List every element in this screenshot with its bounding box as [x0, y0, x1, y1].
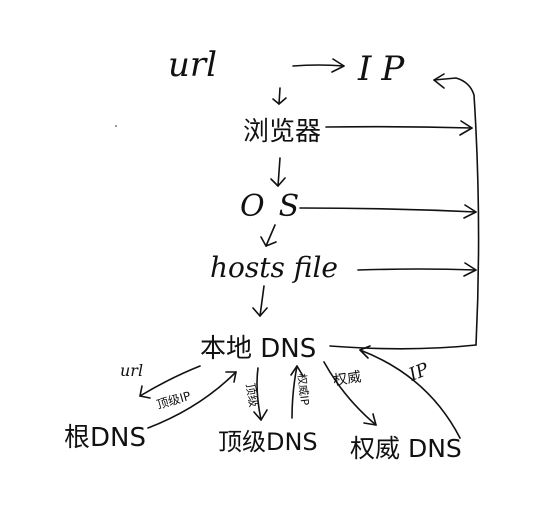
node-tld-dns: 顶级DNS: [218, 428, 318, 456]
arrow-local-dns-to-tld: [253, 367, 268, 421]
node-ip: IP: [357, 49, 414, 89]
node-root-dns: 根DNS: [64, 423, 146, 453]
arrow-browser-to-os: [270, 157, 286, 187]
node-browser: 浏览器: [243, 117, 321, 147]
arrow-os-to-hosts: [260, 224, 277, 247]
node-url: url: [168, 45, 217, 85]
arrow-tld-to-local-dns: [290, 365, 304, 419]
arrow-hosts-to-bracket: [357, 262, 477, 277]
arrow-into-browser: [272, 87, 287, 105]
node-hosts-file: hosts file: [210, 251, 338, 284]
arrow-auth-to-local-dns: [359, 345, 461, 439]
node-auth-dns: 权威 DNS: [350, 434, 462, 463]
arrow-root-to-local-dns: [147, 371, 237, 429]
edge-label-tld-ip: 顶级IP: [155, 389, 192, 412]
edge-label-url: url: [120, 361, 143, 380]
node-os: OS: [240, 189, 313, 224]
arrow-os-to-bracket: [299, 204, 477, 219]
arrow-local-dns-to-auth: [323, 361, 377, 426]
arrow-hosts-to-local-dns: [252, 285, 268, 317]
node-local-dns: 本地 DNS: [200, 334, 316, 364]
arrow-url-to-ip: [292, 58, 345, 73]
edge-label-auth: 权威: [332, 369, 362, 389]
arrow-browser-to-bracket: [325, 120, 473, 136]
edge-label-auth-ip: 权威IP: [295, 373, 311, 406]
stray-mark: [115, 125, 117, 127]
arrow-local-dns-return-to-ip: [329, 73, 480, 350]
edge-label-ip: IP: [405, 359, 432, 386]
arrow-local-dns-to-root: [139, 365, 201, 399]
